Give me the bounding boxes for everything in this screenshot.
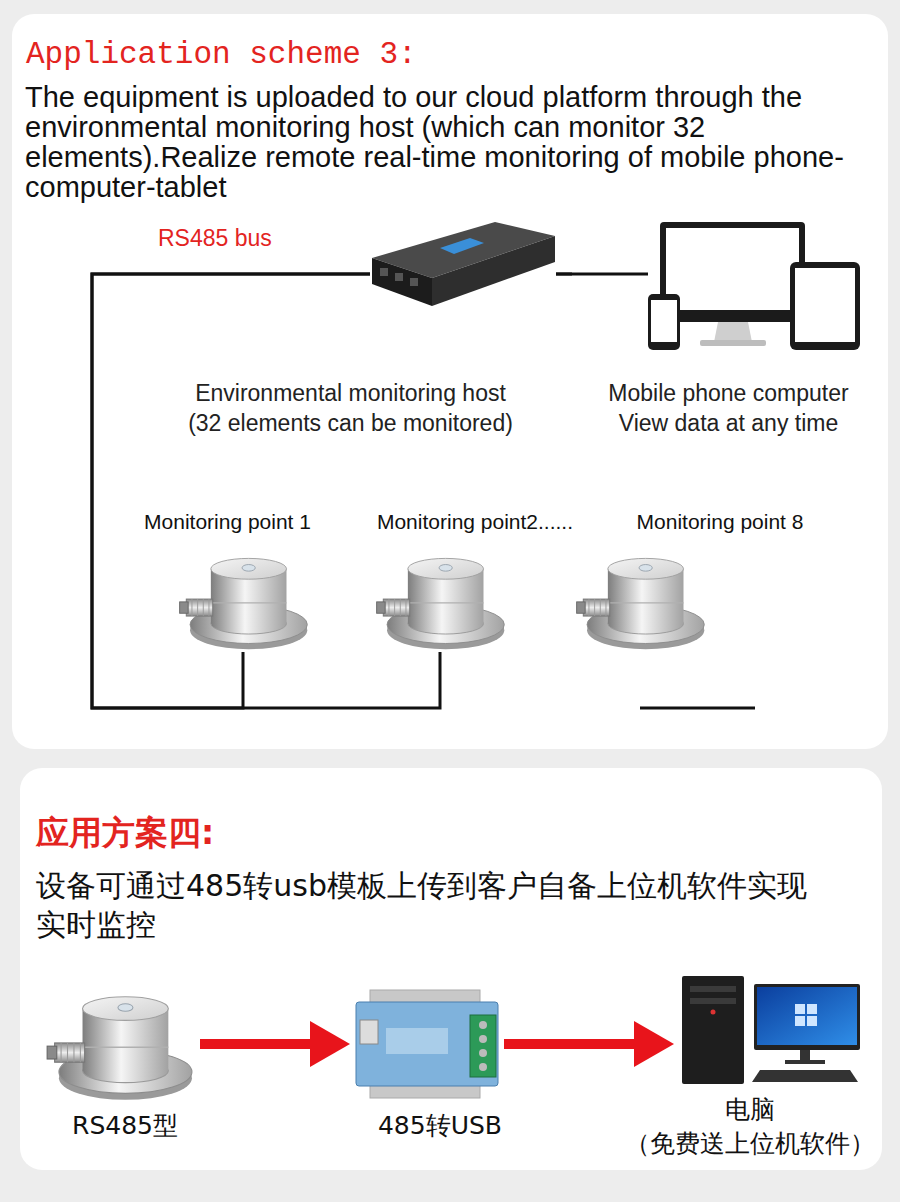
bus-label: RS485 bus	[158, 224, 318, 253]
sensor-device: RS485型	[40, 985, 198, 1103]
converter-illustration	[356, 990, 498, 1098]
panel-description: 设备可通过485转usb模板上传到客户自备上位机软件实现实时监控	[36, 866, 836, 944]
sensor-illustration	[577, 558, 705, 649]
rs485-bus-wire	[92, 274, 370, 708]
terminal-screw	[479, 1063, 487, 1071]
pc-monitor	[754, 984, 860, 1050]
converter-sticker	[386, 1028, 448, 1054]
devices-caption: Mobile phone computer View data at any t…	[591, 378, 866, 438]
host-illustration	[372, 222, 555, 306]
host-screen	[440, 238, 484, 254]
pc-led	[711, 1010, 716, 1015]
pc-base	[785, 1060, 825, 1064]
pc-keyboard	[752, 1070, 858, 1082]
terminal-screw	[479, 1021, 487, 1029]
point-heading: Monitoring point2......	[345, 509, 605, 535]
phone-screen	[651, 300, 677, 342]
sensor-illustration	[180, 558, 308, 649]
viewing-devices: Mobile phone computer View data at any t…	[648, 220, 862, 350]
monitor-bezel	[660, 222, 805, 322]
monitoring-point: Monitoring point 1	[175, 548, 311, 652]
logo-pane	[795, 1016, 805, 1026]
rs485-bus-wire	[92, 274, 440, 708]
panel-heading: Application scheme 3:	[26, 36, 666, 73]
panel-description: The equipment is uploaded to our cloud p…	[25, 82, 875, 202]
top-panel-ground	[12, 14, 888, 749]
host-computer: 电脑（免费送上位机软件）	[676, 972, 866, 1086]
flow-arrow	[200, 1039, 310, 1049]
usb-port	[360, 1020, 378, 1044]
scheme-panel: Application scheme 3: The equipment is up…	[12, 14, 888, 749]
flow-arrow	[504, 1039, 634, 1049]
host-port	[395, 273, 403, 281]
computer-illustration	[682, 976, 860, 1084]
pc-screen	[757, 987, 857, 1045]
pc-bay	[690, 998, 736, 1004]
phone-body	[648, 294, 680, 350]
scheme-panel: 应用方案四: 设备可通过485转usb模板上传到客户自备上位机软件实现实时监控 RS…	[20, 768, 882, 1170]
point-heading: Monitoring point 8	[605, 509, 835, 535]
host-caption: Environmental monitoring host (32 elemen…	[178, 378, 523, 438]
monitor-base	[700, 340, 766, 346]
monitoring-host: Environmental monitoring host (32 elemen…	[370, 222, 556, 308]
device-note: （免费送上位机软件）	[612, 1128, 888, 1159]
logo-pane	[807, 1016, 817, 1026]
point-heading: Monitoring point 1	[120, 509, 335, 535]
usb-converter: 485转USB	[352, 990, 502, 1098]
tablet-screen	[795, 268, 855, 342]
host-port	[380, 268, 388, 276]
converter-body	[356, 1002, 498, 1086]
rs485-bus-wire	[556, 273, 572, 276]
monitoring-point: Monitoring point2......	[372, 548, 508, 652]
logo-pane	[795, 1004, 805, 1014]
host-side	[432, 236, 555, 306]
bus-wire-end	[640, 707, 755, 710]
tablet-body	[790, 262, 860, 350]
panel-heading: 应用方案四:	[36, 812, 536, 853]
terminal-screw	[479, 1035, 487, 1043]
device-caption: 电脑	[612, 1094, 888, 1125]
terminal-block	[470, 1015, 496, 1077]
device-caption: 485转USB	[355, 1110, 525, 1141]
host-front	[372, 258, 432, 306]
devices-illustration	[648, 222, 860, 350]
pc-tower	[682, 976, 744, 1084]
monitor-stand	[714, 322, 752, 342]
monitor-screen	[666, 228, 799, 310]
pc-bay	[690, 986, 736, 992]
rs485-bus-wire	[556, 273, 648, 276]
sensor-illustration	[47, 997, 192, 1100]
logo-pane	[807, 1004, 817, 1014]
device-caption: RS485型	[40, 1110, 210, 1141]
monitoring-point: Monitoring point 8	[572, 548, 708, 652]
terminal-screw	[479, 1049, 487, 1057]
host-port	[410, 278, 418, 286]
sensor-illustration	[377, 558, 505, 649]
